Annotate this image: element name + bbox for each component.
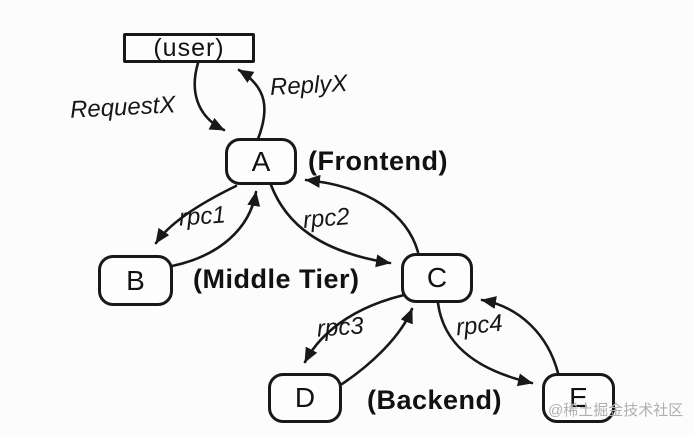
edge-rpc4-return-e-to-c xyxy=(480,296,560,375)
node-c-label: C xyxy=(426,262,448,293)
node-e-label: E xyxy=(569,382,588,413)
tier-label-backend: (Backend) xyxy=(367,385,503,415)
edge-rpc2-return-c-to-a xyxy=(304,174,420,254)
node-c-middle-tier: C xyxy=(401,253,473,303)
node-a-label: A xyxy=(251,145,271,177)
juejin-watermark: @稀土掘金技术社区 xyxy=(548,402,684,419)
node-e-backend: E xyxy=(542,373,615,423)
edge-rpc3-call-c-to-d xyxy=(303,293,406,364)
edge-label-requestx: RequestX xyxy=(69,91,177,124)
edge-rpc1-return-b-to-a xyxy=(170,190,261,268)
node-d-backend: D xyxy=(268,373,342,423)
tier-label-frontend: (Frontend) xyxy=(308,146,448,176)
edge-requestx-user-to-a xyxy=(193,61,226,132)
edge-rpc3-return-d-to-c xyxy=(340,307,414,386)
edge-label-rpc3: rpc3 xyxy=(316,312,365,343)
edge-rpc1-call-a-to-b xyxy=(154,184,238,245)
node-user-label: (user) xyxy=(153,33,225,62)
node-d-label: D xyxy=(294,382,316,413)
edge-label-rpc1: rpc1 xyxy=(178,201,227,232)
node-a-frontend: A xyxy=(225,138,297,185)
edge-label-replyx: ReplyX xyxy=(269,69,349,102)
node-user: (user) xyxy=(123,33,255,63)
edge-rpc4-call-c-to-e xyxy=(436,301,534,387)
edge-rpc2-call-a-to-c xyxy=(269,183,392,268)
node-b-label: B xyxy=(126,264,145,296)
tier-label-middle-tier: (Middle Tier) xyxy=(193,264,360,294)
node-b-middle-tier: B xyxy=(98,255,173,306)
edge-replyx-a-to-user xyxy=(237,68,266,141)
edge-label-rpc2: rpc2 xyxy=(301,203,351,234)
edge-label-rpc4: rpc4 xyxy=(454,309,504,342)
